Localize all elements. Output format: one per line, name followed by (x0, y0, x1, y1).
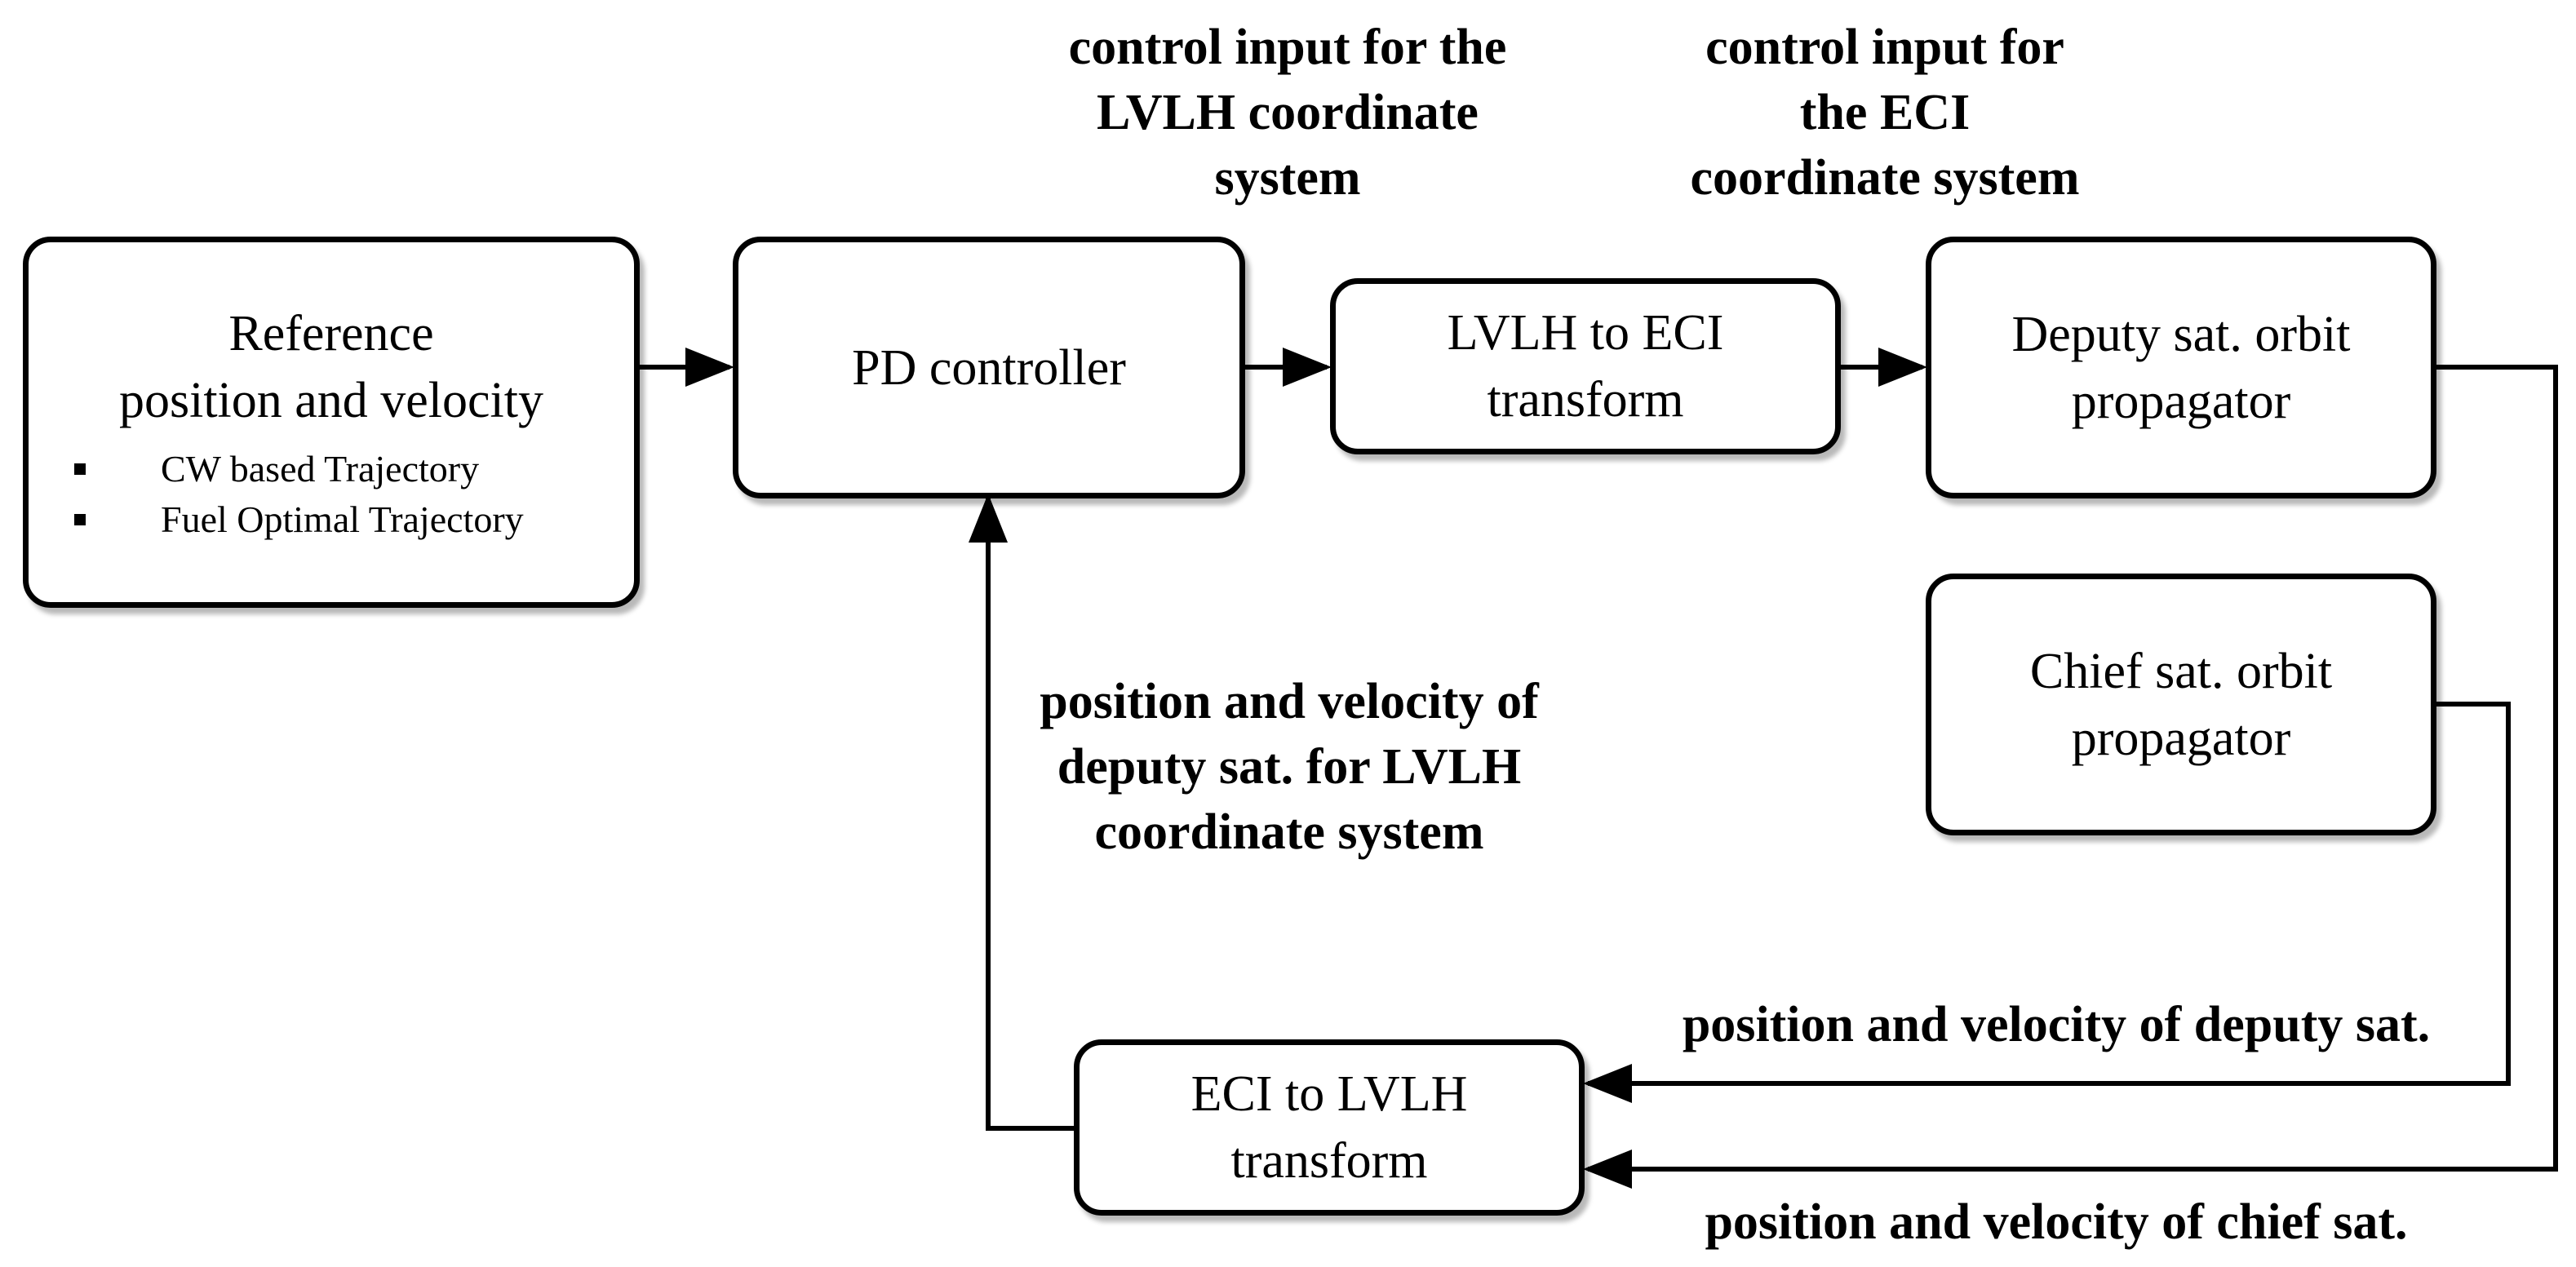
reference-block: Reference position and velocity CW based… (23, 237, 640, 608)
bullet-square-icon (74, 463, 86, 475)
label-control-input-eci: control input for the ECI coordinate sys… (1690, 20, 2080, 206)
list-item-label: CW based Trajectory (161, 447, 480, 490)
list-item: CW based Trajectory (29, 444, 524, 494)
reference-block-title: Reference position and velocity (118, 305, 544, 428)
eci-to-lvlh-block: ECI to LVLH transform (1074, 1039, 1585, 1216)
list-item-label: Fuel Optimal Trajectory (161, 498, 524, 540)
eci-to-lvlh-title: ECI to LVLH transform (1190, 1066, 1468, 1189)
label-chief-state: position and velocity of chief sat. (1705, 1194, 2408, 1250)
pd-controller-block: PD controller (733, 237, 1245, 498)
pd-controller-title: PD controller (852, 339, 1126, 396)
wire-deputy-state-to-eci-lvlh (1583, 365, 2558, 1189)
bullet-square-icon (74, 513, 86, 525)
label-feedback-lvlh: position and velocity of deputy sat. for… (1040, 674, 1539, 860)
lvlh-to-eci-block: LVLH to ECI transform (1330, 278, 1841, 454)
lvlh-to-eci-title: LVLH to ECI transform (1447, 305, 1724, 428)
label-deputy-state: position and velocity of deputy sat. (1682, 997, 2431, 1052)
list-item: Fuel Optimal Trajectory (29, 494, 524, 545)
deputy-propagator-block: Deputy sat. orbit propagator (1926, 237, 2436, 498)
reference-bullet-list: CW based Trajectory Fuel Optimal Traject… (29, 444, 524, 545)
chief-propagator-block: Chief sat. orbit propagator (1926, 574, 2436, 835)
deputy-propagator-title: Deputy sat. orbit propagator (2011, 306, 2351, 429)
chief-propagator-title: Chief sat. orbit propagator (2029, 643, 2333, 766)
label-control-input-lvlh: control input for the LVLH coordinate sy… (1068, 20, 1507, 206)
wire-chief-state-to-eci-lvlh (1583, 702, 2511, 1103)
wire-feedback-to-pd (969, 494, 1074, 1131)
